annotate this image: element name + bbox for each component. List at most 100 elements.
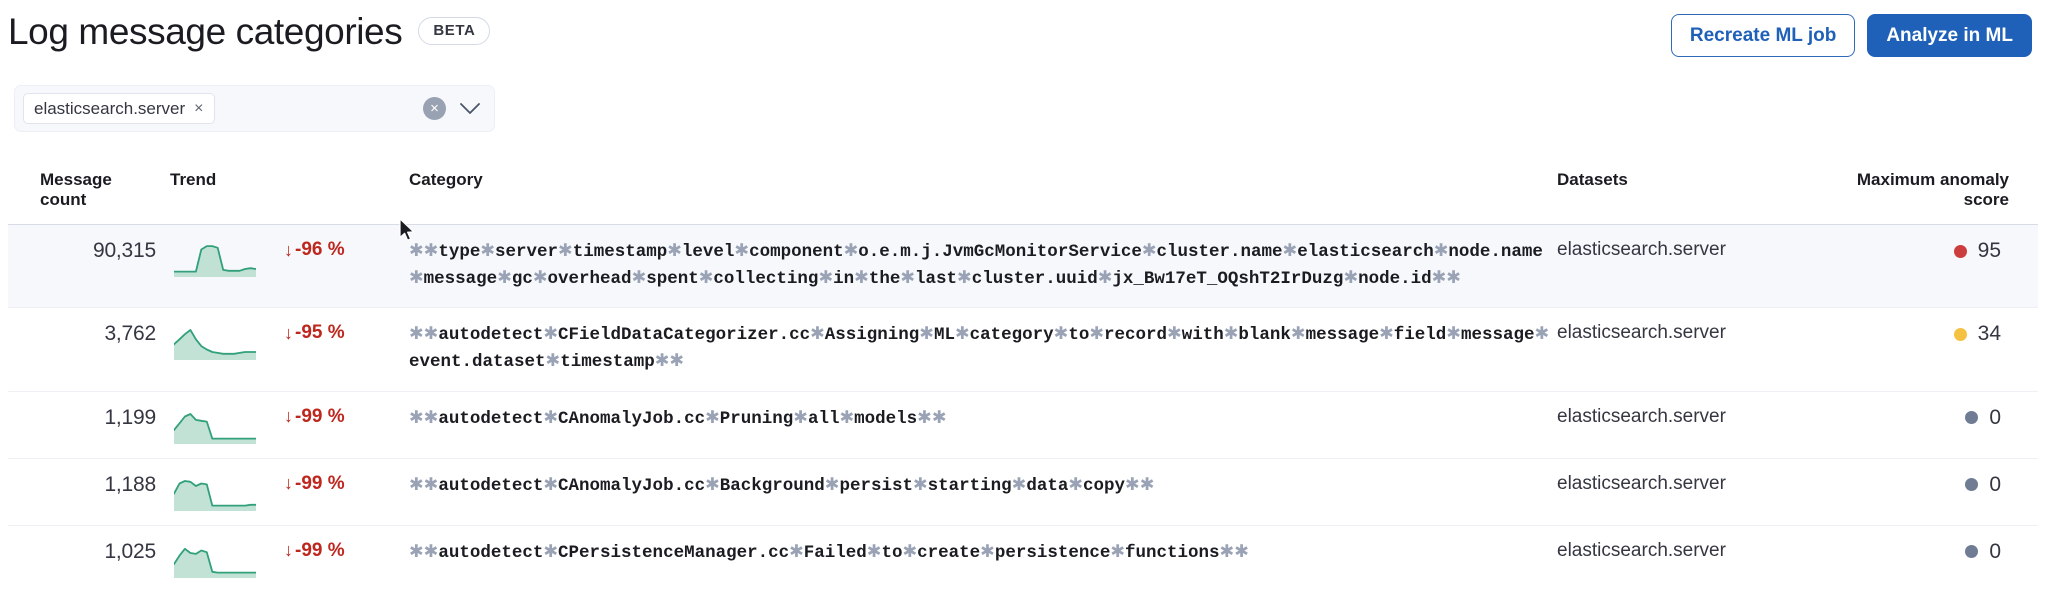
arrow-down-icon: ↓ bbox=[284, 322, 293, 343]
token-separator: ✱ bbox=[543, 325, 559, 346]
token-separator: ✱ bbox=[423, 542, 439, 563]
anomaly-score: 34 bbox=[1953, 322, 2001, 346]
token-separator: ✱ bbox=[409, 475, 424, 496]
table-row[interactable]: 1,188↓-99 %✱✱autodetect✱CAnomalyJob.cc✱B… bbox=[8, 459, 2038, 526]
cell-max-anomaly-score: 0 bbox=[1807, 459, 2017, 511]
cell-trend-sparkline[interactable] bbox=[156, 392, 266, 458]
severity-dot-icon bbox=[1953, 244, 1967, 258]
anomaly-score-value: 0 bbox=[1989, 405, 2001, 429]
category-token: ML bbox=[933, 325, 955, 346]
token-separator: ✱ bbox=[1282, 242, 1298, 262]
token-separator: ✱ bbox=[818, 269, 834, 290]
filter-pill-elasticsearch-server[interactable]: elasticsearch.server × bbox=[23, 93, 215, 124]
token-separator: ✱ bbox=[409, 408, 424, 429]
cell-trend-sparkline[interactable] bbox=[156, 308, 266, 374]
category-token: autodetect bbox=[438, 325, 544, 346]
anomaly-score: 0 bbox=[1965, 473, 2001, 497]
token-separator: ✱ bbox=[1433, 242, 1449, 262]
category-token: elasticsearch bbox=[1297, 242, 1434, 262]
category-token: record bbox=[1104, 325, 1168, 346]
category-token: message bbox=[423, 269, 498, 290]
column-header-category[interactable]: Category bbox=[409, 170, 483, 189]
category-token: last bbox=[915, 269, 958, 290]
token-separator: ✱ bbox=[1125, 475, 1140, 496]
category-text: ✱✱type✱server✱timestamp✱level✱component✱… bbox=[409, 239, 1557, 293]
token-separator: ✱ bbox=[667, 242, 682, 262]
token-separator: ✱ bbox=[1431, 269, 1447, 290]
token-separator: ✱ bbox=[705, 475, 720, 496]
category-token: overhead bbox=[547, 269, 632, 290]
cell-trend-sparkline[interactable] bbox=[156, 526, 266, 590]
category-token: create bbox=[917, 542, 981, 563]
token-separator: ✱ bbox=[1139, 475, 1155, 496]
category-text: ✱✱autodetect✱CPersistenceManager.cc✱Fail… bbox=[409, 540, 1557, 567]
cell-max-anomaly-score: 0 bbox=[1807, 392, 2017, 444]
category-token: field bbox=[1393, 325, 1447, 346]
category-token: autodetect bbox=[438, 542, 544, 563]
cell-trend-sparkline[interactable] bbox=[156, 459, 266, 525]
cell-message-count: 90,315 bbox=[8, 225, 156, 277]
severity-dot-icon bbox=[1965, 478, 1979, 491]
cell-trend-sparkline[interactable] bbox=[156, 225, 266, 291]
token-separator: ✱ bbox=[917, 408, 932, 429]
table-row[interactable]: 1,199↓-99 %✱✱autodetect✱CAnomalyJob.cc✱P… bbox=[8, 392, 2038, 459]
token-separator: ✱ bbox=[734, 242, 750, 262]
column-header-datasets[interactable]: Datasets bbox=[1557, 170, 1628, 189]
token-separator: ✱ bbox=[810, 325, 825, 346]
table-row[interactable]: 90,315↓-96 %✱✱type✱server✱timestamp✱leve… bbox=[8, 225, 2038, 309]
column-header-max-anomaly-score[interactable]: Maximum anomaly score bbox=[1856, 170, 2009, 209]
table-row[interactable]: 1,025↓-99 %✱✱autodetect✱CPersistenceMana… bbox=[8, 526, 2038, 590]
mouse-cursor bbox=[399, 218, 417, 249]
token-separator: ✱ bbox=[423, 242, 439, 262]
anomaly-score-value: 0 bbox=[1989, 539, 2001, 563]
token-separator: ✱ bbox=[1343, 269, 1359, 290]
cell-category: ✱✱type✱server✱timestamp✱level✱component✱… bbox=[392, 225, 1557, 307]
recreate-ml-job-button[interactable]: Recreate ML job bbox=[1670, 14, 1856, 57]
table-row[interactable]: 3,762↓-95 %✱✱autodetect✱CFieldDataCatego… bbox=[8, 308, 2038, 392]
cell-category: ✱✱autodetect✱CPersistenceManager.cc✱Fail… bbox=[392, 526, 1557, 581]
token-separator: ✱ bbox=[631, 269, 647, 290]
token-separator: ✱ bbox=[1053, 325, 1069, 346]
token-separator: ✱ bbox=[902, 542, 918, 563]
analyze-in-ml-button[interactable]: Analyze in ML bbox=[1867, 14, 2032, 57]
column-header-message-count[interactable]: Message count bbox=[40, 170, 112, 209]
category-token: message bbox=[1305, 325, 1380, 346]
token-separator: ✱ bbox=[789, 542, 804, 563]
cell-trend-delta: ↓-99 % bbox=[266, 459, 392, 509]
token-separator: ✱ bbox=[545, 352, 561, 373]
column-header-trend[interactable]: Trend bbox=[170, 170, 217, 189]
cell-trend-delta: ↓-99 % bbox=[266, 526, 392, 576]
token-separator: ✱ bbox=[900, 269, 915, 290]
cell-max-anomaly-score: 95 bbox=[1807, 225, 2017, 277]
token-separator: ✱ bbox=[931, 408, 947, 429]
category-token: CAnomalyJob.cc bbox=[558, 475, 706, 496]
category-token: component bbox=[749, 242, 844, 262]
arrow-down-icon: ↓ bbox=[284, 473, 293, 493]
token-separator: ✱ bbox=[543, 408, 559, 429]
token-separator: ✱ bbox=[824, 475, 840, 496]
dataset-value: elasticsearch.server bbox=[1557, 322, 1726, 344]
chevron-down-icon[interactable] bbox=[460, 100, 480, 118]
token-separator: ✱ bbox=[1446, 269, 1461, 290]
dataset-filter-combobox[interactable]: elasticsearch.server × × bbox=[14, 85, 495, 132]
token-separator: ✱ bbox=[409, 269, 424, 290]
category-token: persist bbox=[839, 475, 913, 496]
token-separator: ✱ bbox=[912, 475, 928, 496]
token-separator: ✱ bbox=[698, 269, 714, 290]
token-separator: ✱ bbox=[1110, 542, 1126, 563]
token-separator: ✱ bbox=[1011, 475, 1027, 496]
trend-delta-value: ↓-99 % bbox=[284, 473, 345, 495]
category-token: Assigning bbox=[824, 325, 920, 346]
token-separator: ✱ bbox=[1141, 242, 1157, 262]
clear-all-icon[interactable]: × bbox=[423, 97, 446, 120]
category-token: to bbox=[881, 542, 903, 563]
token-separator: ✱ bbox=[1097, 269, 1113, 290]
category-token: spent bbox=[646, 269, 699, 290]
close-icon[interactable]: × bbox=[194, 99, 204, 117]
table-body: 90,315 ↓ -96 % ✱✱type✱server✱timestamp✱leve… bbox=[8, 225, 2038, 590]
trend-delta-text: -99 % bbox=[295, 539, 345, 561]
token-separator: ✱ bbox=[1223, 325, 1239, 346]
trend-delta-text: -96 % bbox=[295, 239, 345, 260]
token-separator: ✱ bbox=[1234, 542, 1249, 563]
